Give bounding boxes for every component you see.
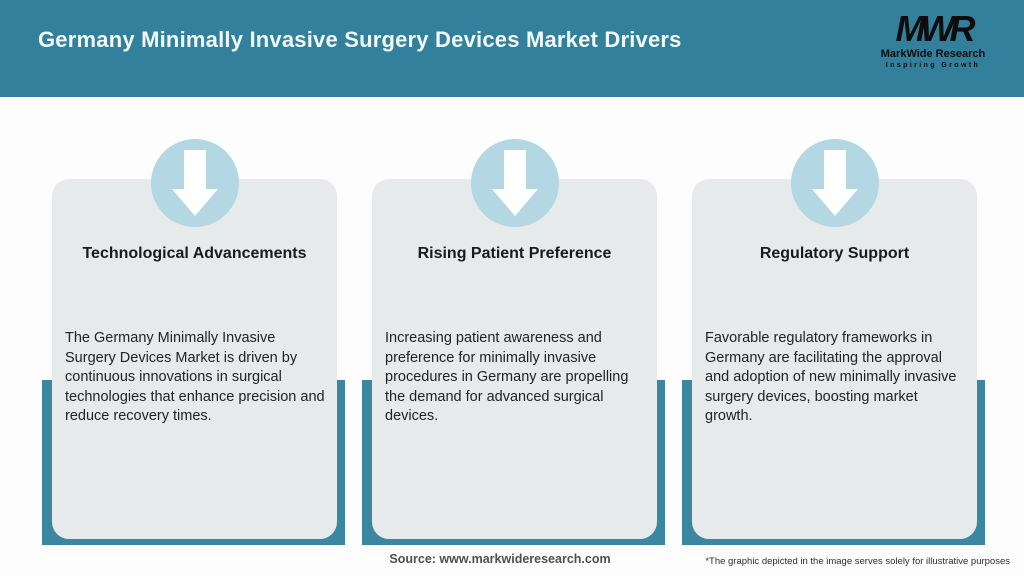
down-arrow-icon (150, 139, 239, 227)
card-title: Regulatory Support (759, 245, 910, 262)
card-description: Increasing patient awareness and prefere… (385, 330, 629, 424)
disclaimer-text: *The graphic depicted in the image serve… (705, 556, 1010, 567)
down-arrow-icon (470, 139, 559, 227)
card-description: The Germany Minimally Invasive Surgery D… (65, 330, 325, 424)
card-surface (52, 179, 337, 539)
card-surface (372, 179, 657, 539)
header-banner: Germany Minimally Invasive Surgery Devic… (0, 0, 1024, 97)
page-title: Germany Minimally Invasive Surgery Devic… (38, 27, 682, 52)
logo-tagline: Inspiring Growth (885, 62, 981, 69)
card-surface (692, 179, 977, 539)
logo-company-name: MarkWide Research (880, 48, 986, 60)
logo-monogram: MWR (895, 8, 976, 49)
card-title: Rising Patient Preference (417, 245, 612, 262)
driver-card-regulatory-support: Regulatory Support Favorable regulatory … (682, 139, 985, 545)
driver-card-rising-patient-preference: Rising Patient Preference Increasing pat… (362, 139, 665, 545)
card-title: Technological Advancements (82, 245, 307, 262)
card-description: Favorable regulatory frameworks in Germa… (705, 330, 957, 424)
source-text: Source: www.markwideresearch.com (389, 552, 611, 566)
driver-card-technological-advancements: Technological Advancements The Germany M… (42, 139, 345, 545)
markwide-research-logo: MWR MarkWide Research Inspiring Growth (858, 10, 1008, 71)
down-arrow-icon (790, 139, 879, 227)
